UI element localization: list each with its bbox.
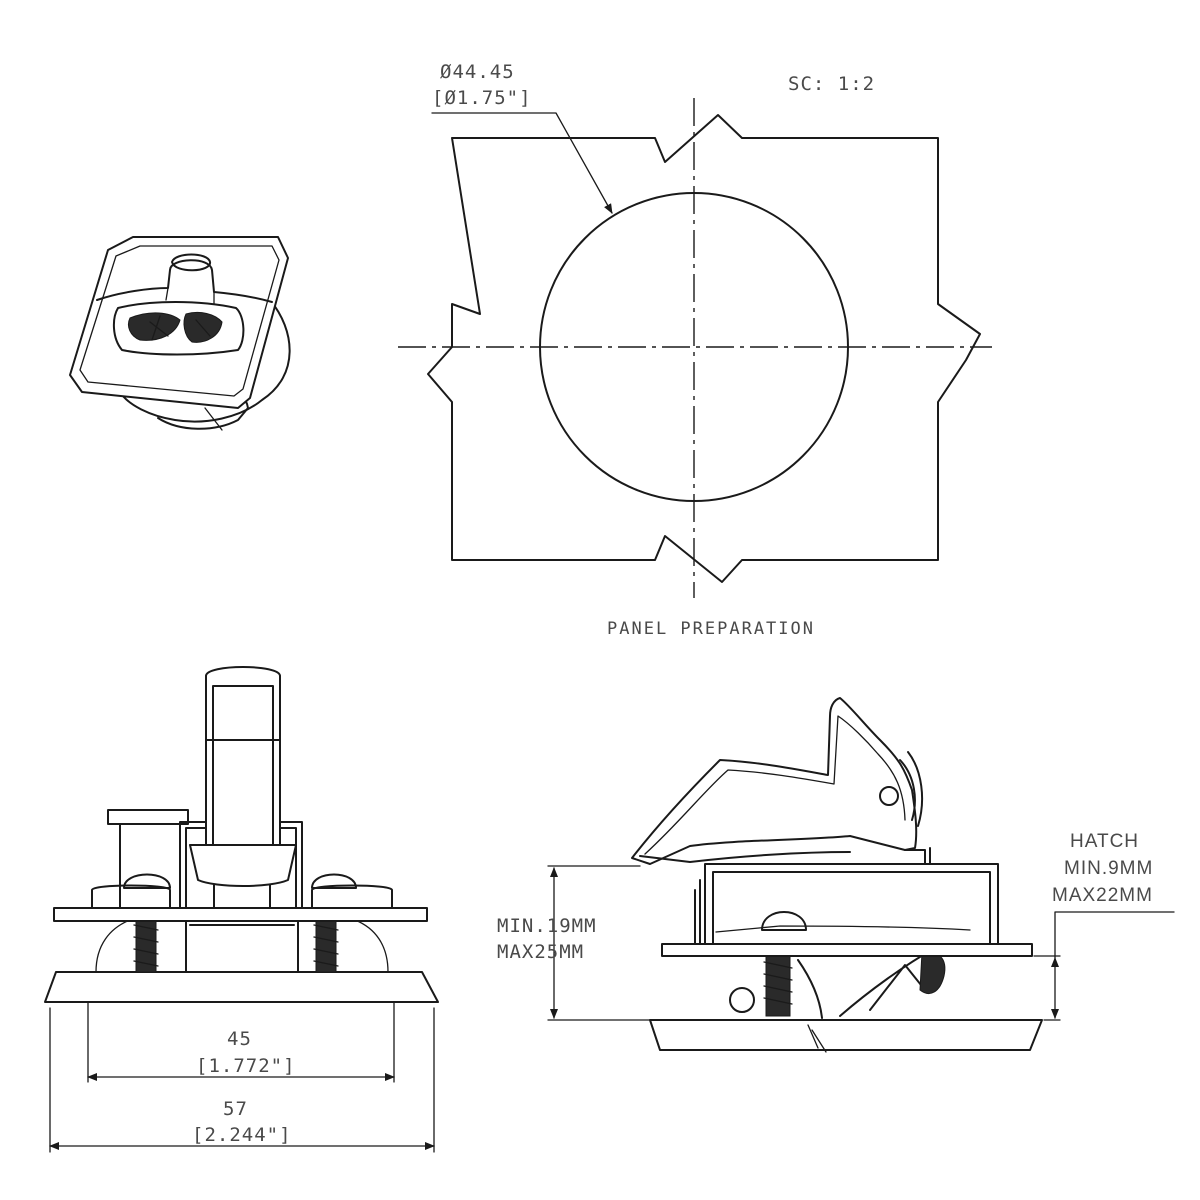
dim-hatch-title: HATCH [1070, 831, 1139, 852]
iso-handle-band [96, 259, 273, 303]
dim-hatch-max: MAX22MM [1052, 885, 1153, 906]
diameter-leader [431, 112, 613, 214]
front-top-bar [107, 809, 189, 825]
scale-label: SC: 1:2 [788, 73, 875, 95]
front-panel-plate [53, 907, 428, 922]
dim-panel-max: MAX25MM [497, 941, 584, 963]
side-view: MIN.19MM MAX25MM HATCH MIN.9MM MAX22MM [497, 697, 1175, 1053]
iso-handle-slot [171, 253, 211, 272]
isometric-latch-view [69, 236, 291, 431]
dim-57-in: [2.244"] [192, 1124, 292, 1146]
dim-57-mm: 57 [223, 1098, 248, 1120]
diameter-mm-label: Ø44.45 [440, 61, 515, 83]
front-view: 45 [1.772"] 57 [2.244"] [44, 666, 439, 1153]
side-panel-plate [661, 943, 1033, 957]
panel-cutout-outline [427, 114, 981, 583]
panel-preparation-view: Ø44.45 [Ø1.75"] SC: 1:2 PANEL PREPARATIO… [398, 61, 992, 639]
panel-preparation-caption: PANEL PREPARATION [607, 619, 815, 639]
side-pivot-upper [879, 786, 899, 806]
side-body [704, 863, 999, 945]
side-screw [765, 951, 791, 1017]
dim-45-mm: 45 [227, 1028, 252, 1050]
dim-hatch-min: MIN.9MM [1064, 858, 1153, 879]
iso-rear-housing [119, 299, 291, 423]
front-handle-base [189, 844, 297, 887]
side-screw-head [761, 911, 807, 931]
dim-45-in: [1.772"] [196, 1055, 296, 1077]
side-pivot-lower [729, 987, 755, 1013]
front-bottom-flange [44, 971, 439, 1003]
dim-panel-min: MIN.19MM [497, 915, 597, 937]
front-right-screw-head [311, 873, 357, 889]
diameter-in-label: [Ø1.75"] [432, 87, 532, 109]
front-handle [205, 666, 281, 861]
side-lever-handle [631, 697, 918, 865]
side-bottom-flange [649, 1019, 1043, 1051]
front-housing [185, 919, 299, 973]
front-left-screw-head [123, 873, 171, 889]
